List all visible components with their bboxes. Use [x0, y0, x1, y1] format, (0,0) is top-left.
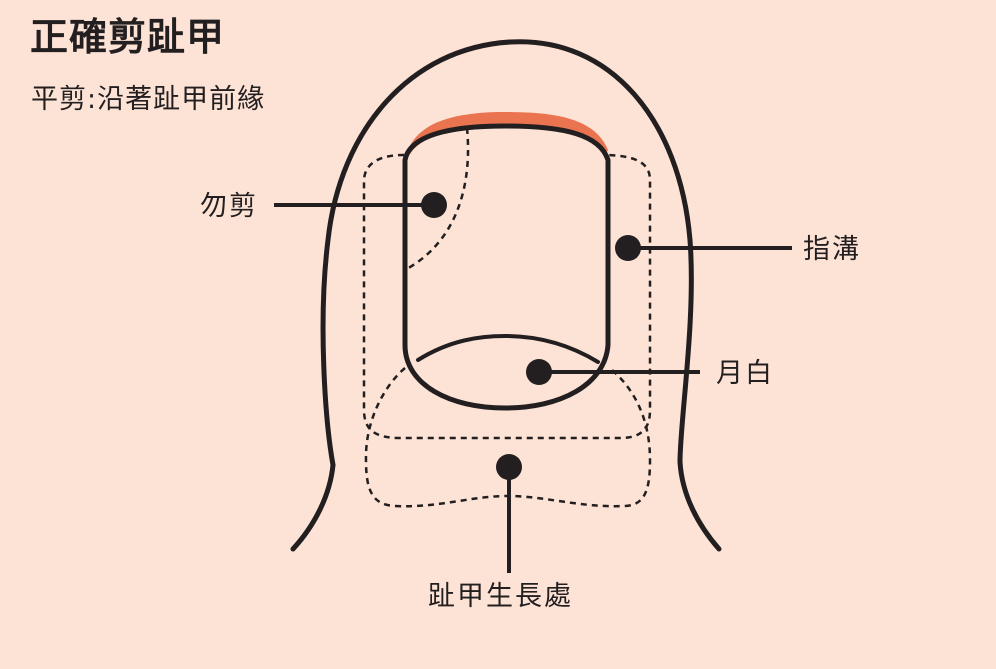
label-nail-matrix: 趾甲生長處: [428, 581, 573, 612]
nail-groove-dashed: [362, 153, 652, 440]
lunula-arc: [416, 333, 600, 364]
nail-outline: [402, 123, 611, 411]
page-subtitle: 平剪:沿著趾甲前緣: [31, 84, 266, 115]
leader-nail-groove: [615, 235, 792, 261]
no-cut-corner-dashed: [404, 127, 470, 272]
toe-outline: [290, 39, 722, 552]
label-no-cut: 勿剪: [200, 191, 258, 222]
leader-lunula: [526, 359, 700, 385]
label-nail-groove: 指溝: [803, 234, 861, 265]
leader-no-cut: [274, 192, 447, 218]
label-lunula: 月白: [716, 358, 774, 389]
page-title: 正確剪趾甲: [30, 15, 226, 59]
cut-edge-highlight: [408, 112, 608, 154]
leader-nail-matrix: [496, 454, 522, 573]
